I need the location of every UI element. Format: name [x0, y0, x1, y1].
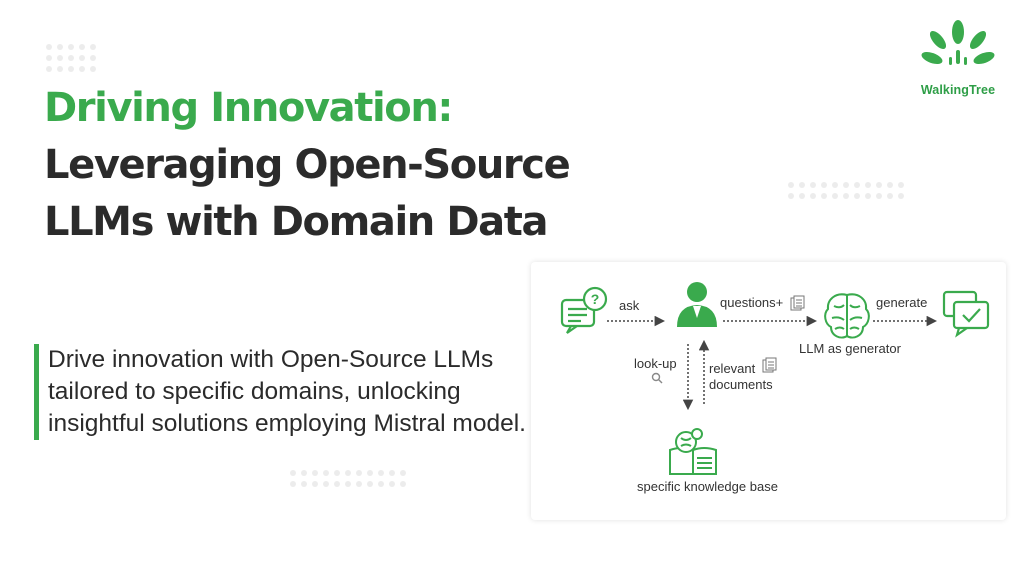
title-line-2: Leveraging Open-Source [44, 142, 571, 188]
decorative-dot [799, 193, 805, 199]
svg-text:?: ? [591, 291, 600, 307]
chat-check-icon [942, 290, 990, 338]
decorative-dot [301, 481, 307, 487]
decorative-dot [367, 481, 373, 487]
walkingtree-logo: WalkingTree [914, 20, 1002, 97]
decorative-dot [46, 44, 52, 50]
decorative-dot [400, 470, 406, 476]
decorative-dot [810, 193, 816, 199]
lookup-label: look-up [634, 356, 677, 371]
decorative-dot [57, 66, 63, 72]
decorative-dot [312, 470, 318, 476]
decorative-dot [356, 481, 362, 487]
decorative-dot [90, 44, 96, 50]
decorative-dot [876, 182, 882, 188]
decorative-dot [79, 66, 85, 72]
decorative-dot [323, 481, 329, 487]
decorative-dot [323, 470, 329, 476]
rag-diagram: ? ask questions+ [560, 282, 990, 494]
decorative-dot [865, 193, 871, 199]
rag-diagram-card: ? ask questions+ [531, 262, 1006, 520]
decorative-dot [865, 182, 871, 188]
decorative-dot [887, 182, 893, 188]
decorative-dot [876, 193, 882, 199]
decorative-dot [389, 481, 395, 487]
brain-icon [824, 293, 870, 339]
ask-label: ask [619, 298, 640, 313]
chat-question-icon: ? [560, 286, 608, 334]
decorative-dot [887, 193, 893, 199]
relevant-label-line2: documents [709, 377, 773, 392]
decorative-dot [334, 470, 340, 476]
decorative-dot [68, 55, 74, 61]
brand-name: WalkingTree [920, 83, 996, 97]
decorative-dot [90, 55, 96, 61]
user-icon [677, 282, 717, 327]
decorative-dot [312, 481, 318, 487]
decorative-dot [898, 193, 904, 199]
decorative-dot [898, 182, 904, 188]
decorative-dot [46, 55, 52, 61]
decorative-dot [345, 470, 351, 476]
decorative-dot [68, 44, 74, 50]
llm-label: LLM as generator [799, 341, 902, 356]
decorative-dot [389, 470, 395, 476]
decorative-dot [821, 182, 827, 188]
decorative-dot [854, 193, 860, 199]
decorative-dot [799, 182, 805, 188]
knowledge-base-label: specific knowledge base [637, 479, 778, 494]
decorative-dot [367, 470, 373, 476]
decorative-dot [46, 66, 52, 72]
title-line-3: LLMs with Domain Data [44, 199, 548, 245]
decorative-dot [788, 182, 794, 188]
decorative-dots-bottom [290, 470, 406, 487]
decorative-dot [843, 193, 849, 199]
description-text: Drive innovation with Open-Source LLMs t… [34, 344, 534, 440]
decorative-dot [290, 470, 296, 476]
questions-label: questions+ [720, 295, 783, 310]
decorative-dot [378, 470, 384, 476]
decorative-dot [378, 481, 384, 487]
decorative-dot [821, 193, 827, 199]
decorative-dot [90, 66, 96, 72]
decorative-dot [57, 55, 63, 61]
decorative-dot [79, 44, 85, 50]
decorative-dot [810, 182, 816, 188]
decorative-dot [356, 470, 362, 476]
decorative-dot [68, 66, 74, 72]
page-title: Driving Innovation: Leveraging Open-Sour… [44, 80, 571, 251]
book-brain-icon [669, 428, 717, 475]
document-icon [790, 295, 805, 311]
title-line-1: Driving Innovation: [44, 85, 453, 131]
decorative-dot [334, 481, 340, 487]
magnifier-icon [651, 372, 663, 384]
decorative-dot [345, 481, 351, 487]
decorative-dot [79, 55, 85, 61]
decorative-dot [400, 481, 406, 487]
decorative-dot [788, 193, 794, 199]
relevant-label-line1: relevant [709, 361, 756, 376]
decorative-dot [832, 193, 838, 199]
decorative-dot [843, 182, 849, 188]
document-icon [762, 357, 777, 373]
generate-label: generate [876, 295, 927, 310]
decorative-dot [832, 182, 838, 188]
decorative-dots-middle-right [788, 182, 904, 199]
decorative-dots-top-left [46, 44, 96, 72]
decorative-dot [290, 481, 296, 487]
decorative-dot [301, 470, 307, 476]
decorative-dot [57, 44, 63, 50]
decorative-dot [854, 182, 860, 188]
tree-leaves-icon [921, 20, 995, 65]
